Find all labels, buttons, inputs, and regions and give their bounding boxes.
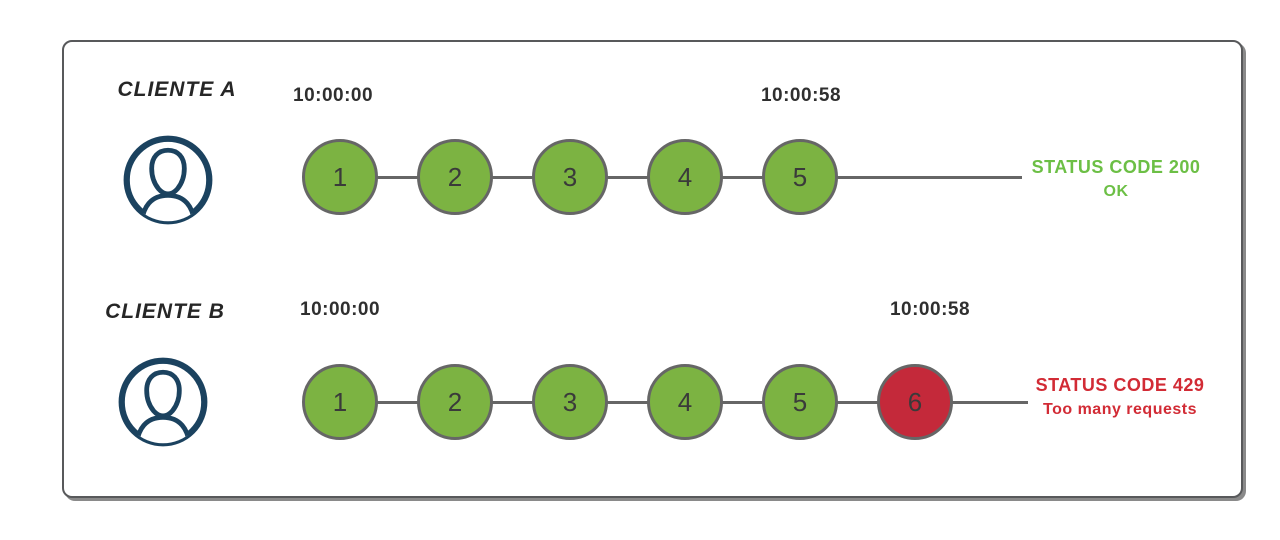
request-circle-1: 1: [302, 139, 378, 215]
request-number: 2: [447, 161, 463, 192]
status-code-text: STATUS CODE 429: [1035, 375, 1205, 395]
request-circle-2: 2: [417, 139, 493, 215]
request-number: 5: [792, 386, 808, 417]
status-message-text: Too many requests: [1042, 401, 1197, 418]
request-number: 1: [332, 161, 348, 192]
request-number: 4: [677, 386, 693, 417]
request-circle-6: 6: [877, 364, 953, 440]
request-number: 3: [562, 386, 578, 417]
client-b-end-time: 10:00:58: [889, 299, 971, 320]
client-a-start-time: 10:00:00: [293, 85, 374, 106]
status-code-text: STATUS CODE 200: [1031, 157, 1201, 177]
status-message-text: OK: [1103, 183, 1129, 200]
request-number: 6: [907, 386, 923, 417]
request-number: 1: [332, 386, 348, 417]
client-a-status: STATUS CODE 200 OK: [1028, 155, 1204, 203]
request-circle-3: 3: [532, 139, 608, 215]
client-a-requests: 1 2 3 4 5: [302, 139, 838, 215]
request-number: 2: [447, 386, 463, 417]
client-b-status: STATUS CODE 429 Too many requests: [1032, 373, 1208, 421]
client-b-start-time: 10:00:00: [300, 299, 381, 320]
request-number: 4: [677, 161, 693, 192]
client-b-label: CLIENTE B: [105, 300, 225, 323]
request-number: 3: [562, 161, 578, 192]
request-circle-1: 1: [302, 364, 378, 440]
request-circle-3: 3: [532, 364, 608, 440]
user-avatar-icon: [120, 132, 216, 228]
request-circle-2: 2: [417, 364, 493, 440]
request-number: 5: [792, 161, 808, 192]
client-b-requests: 1 2 3 4 5 6: [302, 364, 953, 440]
request-circle-5: 5: [762, 139, 838, 215]
client-a-end-time: 10:00:58: [760, 85, 842, 106]
client-a-label: CLIENTE A: [117, 78, 237, 101]
request-circle-4: 4: [647, 139, 723, 215]
request-circle-5: 5: [762, 364, 838, 440]
request-circle-4: 4: [647, 364, 723, 440]
user-avatar-icon: [115, 354, 211, 450]
